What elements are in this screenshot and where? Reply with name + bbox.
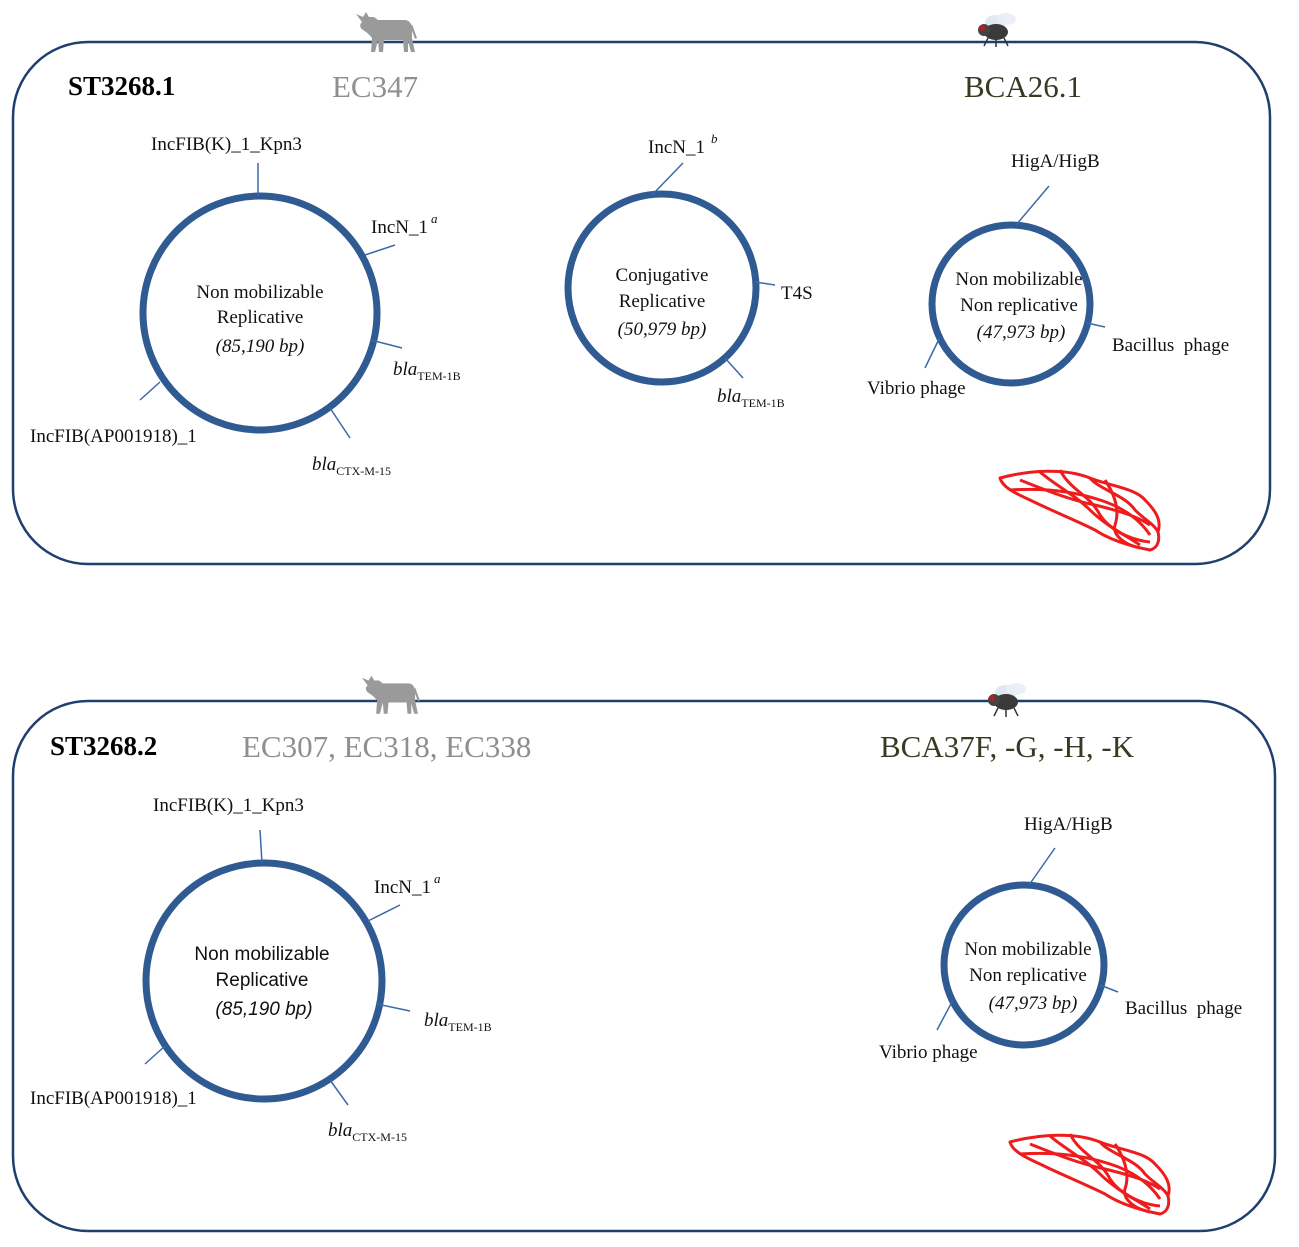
leader-ctx — [329, 407, 351, 439]
red-trace-image — [998, 469, 1161, 552]
label-vibrio: Vibrio phage — [867, 378, 966, 399]
panel-title: ST3268.2 — [50, 731, 157, 761]
plasmid-ring — [139, 192, 381, 434]
plasmid-size: (47,973 bp) — [977, 322, 1066, 343]
panel-border — [11, 40, 1272, 566]
plasmid-type-line1: Non mobilizable — [964, 939, 1091, 960]
label-tem-sub: TEM-1B — [741, 396, 784, 410]
label-ctx-main: bla — [328, 1120, 352, 1141]
plasmid-50979: Conjugative Replicative (50,979 bp) IncN… — [564, 131, 813, 410]
leader-t4s — [754, 281, 776, 286]
label-ctx: blaCTX-M-15 — [312, 454, 391, 478]
plasmid-type-line2: Non replicative — [960, 295, 1078, 316]
leader-ap — [144, 1045, 166, 1065]
plasmid-ring — [142, 859, 386, 1103]
plasmid-ring — [928, 221, 1094, 387]
leader-tem — [370, 339, 403, 349]
label-ctx: blaCTX-M-15 — [328, 1120, 407, 1144]
cattle-isolates: EC307, EC318, EC338 — [242, 729, 531, 764]
label-ctx-sub: CTX-M-15 — [336, 464, 391, 478]
plasmid-47973-a: Non mobilizable Non replicative (47,973 … — [867, 151, 1229, 399]
red-trace-image — [1008, 1133, 1171, 1216]
label-tem-main: bla — [717, 386, 741, 407]
label-incn-sup: a — [431, 211, 438, 226]
plasmid-type-line2: Replicative — [217, 307, 304, 328]
label-kpn3: IncFIB(K)_1_Kpn3 — [153, 795, 304, 816]
label-ap: IncFIB(AP001918)_1 — [30, 1088, 197, 1109]
leader-vibrio — [936, 999, 954, 1031]
leader-tem — [724, 357, 744, 379]
label-higa: HigA/HigB — [1011, 151, 1100, 172]
label-tem: blaTEM-1B — [424, 1010, 492, 1034]
plasmid-47973-b: Non mobilizable Non replicative (47,973 … — [879, 814, 1242, 1063]
label-kpn3: IncFIB(K)_1_Kpn3 — [151, 134, 302, 155]
plasmid-size: (85,190 bp) — [215, 999, 312, 1020]
plasmid-type-line1: Non mobilizable — [196, 282, 323, 303]
plasmid-ring — [940, 881, 1108, 1049]
label-incn-sup: a — [434, 871, 441, 886]
panel-st3268-2: ST3268.2 EC307, EC318, EC338 BCA37F, -G,… — [11, 675, 1277, 1233]
label-incn-text: IncN_1 — [374, 877, 431, 898]
label-tem-sub: TEM-1B — [448, 1020, 491, 1034]
panel-st3268-1: ST3268.1 EC347 BCA26.1 Non mobilizable R… — [11, 12, 1272, 566]
leader-higa — [1028, 847, 1056, 886]
plasmid-size: (47,973 bp) — [989, 993, 1078, 1014]
plasmid-type-line2: Non replicative — [969, 965, 1087, 986]
label-t4s: T4S — [781, 283, 813, 304]
plasmid-85190-b: Non mobilizable Replicative (85,190 bp) … — [30, 795, 492, 1144]
label-incn-text: IncN_1 — [648, 137, 705, 158]
panel-border — [11, 699, 1277, 1233]
label-tem-main: bla — [393, 359, 417, 380]
plasmid-size: (85,190 bp) — [216, 336, 305, 357]
plasmid-ring — [564, 190, 760, 386]
leader-bacillus — [1099, 984, 1119, 993]
label-ctx-sub: CTX-M-15 — [352, 1130, 407, 1144]
leader-higa — [1015, 185, 1050, 226]
label-tem-main: bla — [424, 1010, 448, 1031]
plasmid-type-line1: Conjugative — [616, 265, 709, 286]
cow-icon — [361, 675, 420, 714]
panel-title: ST3268.1 — [68, 71, 175, 101]
plasmid-85190-a: Non mobilizable Replicative (85,190 bp) … — [30, 134, 461, 478]
label-incn: IncN_1 b — [648, 131, 718, 158]
label-incn-sup: b — [711, 131, 718, 146]
leader-vibrio — [924, 336, 941, 369]
cow-icon — [356, 12, 417, 52]
label-ap: IncFIB(AP001918)_1 — [30, 426, 197, 447]
plasmid-size: (50,979 bp) — [618, 319, 707, 340]
leader-ctx — [329, 1079, 349, 1106]
leader-tem — [376, 1003, 411, 1012]
leader-bacillus — [1086, 322, 1106, 328]
label-tem: blaTEM-1B — [393, 359, 461, 383]
leader-ap — [139, 381, 161, 401]
label-bacillus: Bacillus phage — [1125, 998, 1242, 1019]
label-tem-sub: TEM-1B — [417, 369, 460, 383]
plasmid-type-line1: Non mobilizable — [955, 269, 1082, 290]
leader-incn — [651, 162, 684, 196]
plasmid-type-line2: Replicative — [619, 291, 706, 312]
label-ctx-main: bla — [312, 454, 336, 475]
leader-kpn3 — [259, 829, 263, 864]
label-higa: HigA/HigB — [1024, 814, 1113, 835]
cattle-isolates: EC347 — [332, 69, 418, 104]
fly-isolates: BCA26.1 — [964, 69, 1082, 104]
fly-isolates: BCA37F, -G, -H, -K — [880, 729, 1135, 764]
label-vibrio: Vibrio phage — [879, 1042, 978, 1063]
plasmid-type-line2: Replicative — [216, 970, 309, 991]
label-bacillus: Bacillus phage — [1112, 335, 1229, 356]
label-incn-text: IncN_1 — [371, 217, 428, 238]
leader-incn — [364, 244, 396, 256]
label-tem: blaTEM-1B — [717, 386, 785, 410]
leader-incn — [367, 904, 401, 922]
plasmid-type-line1: Non mobilizable — [194, 944, 329, 965]
